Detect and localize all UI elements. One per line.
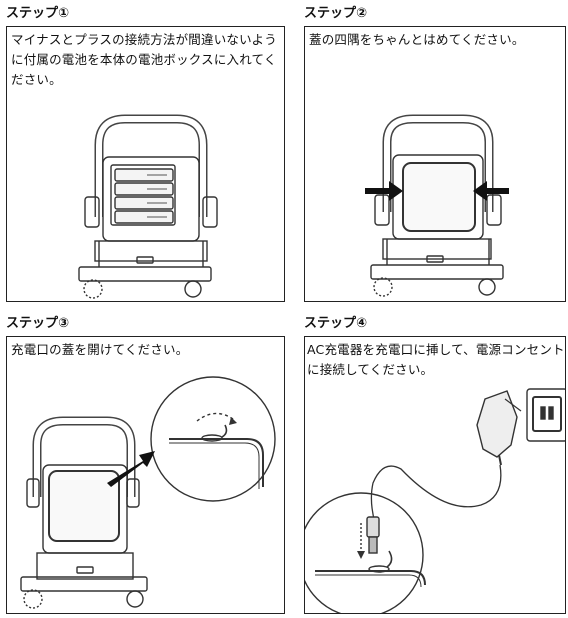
light-with-battery-pack-icon xyxy=(78,114,218,299)
step-3-title: ステップ③ xyxy=(6,316,70,331)
step-2-panel: 蓋の四隅をちゃんとはめてください。 xyxy=(304,26,566,302)
step-1-text: マイナスとプラスの接続方法が間違いないように付属の電池を本体の電池ボックスに入れ… xyxy=(11,32,277,87)
step-4-panel: AC充電器を充電口に挿して、電源コンセントに接続してください。 xyxy=(304,336,566,614)
step-4-text: AC充電器を充電口に挿して、電源コンセントに接続してください。 xyxy=(307,342,565,377)
ac-charger-outlet-icon xyxy=(305,388,565,613)
light-lid-arrows-icon xyxy=(365,114,509,297)
step-1-panel: マイナスとプラスの接続方法が間違いないように付属の電池を本体の電池ボックスに入れ… xyxy=(6,26,285,302)
step-3-panel: 充電口の蓋を開けてください。 xyxy=(6,336,285,614)
step-2-text: 蓋の四隅をちゃんとはめてください。 xyxy=(309,32,525,47)
charging-port-lid-zoom-icon xyxy=(20,376,276,609)
step-1-title: ステップ① xyxy=(6,6,70,21)
step-3-text: 充電口の蓋を開けてください。 xyxy=(11,342,189,357)
step-2-title: ステップ② xyxy=(304,6,368,21)
step-4-title: ステップ④ xyxy=(304,316,368,331)
